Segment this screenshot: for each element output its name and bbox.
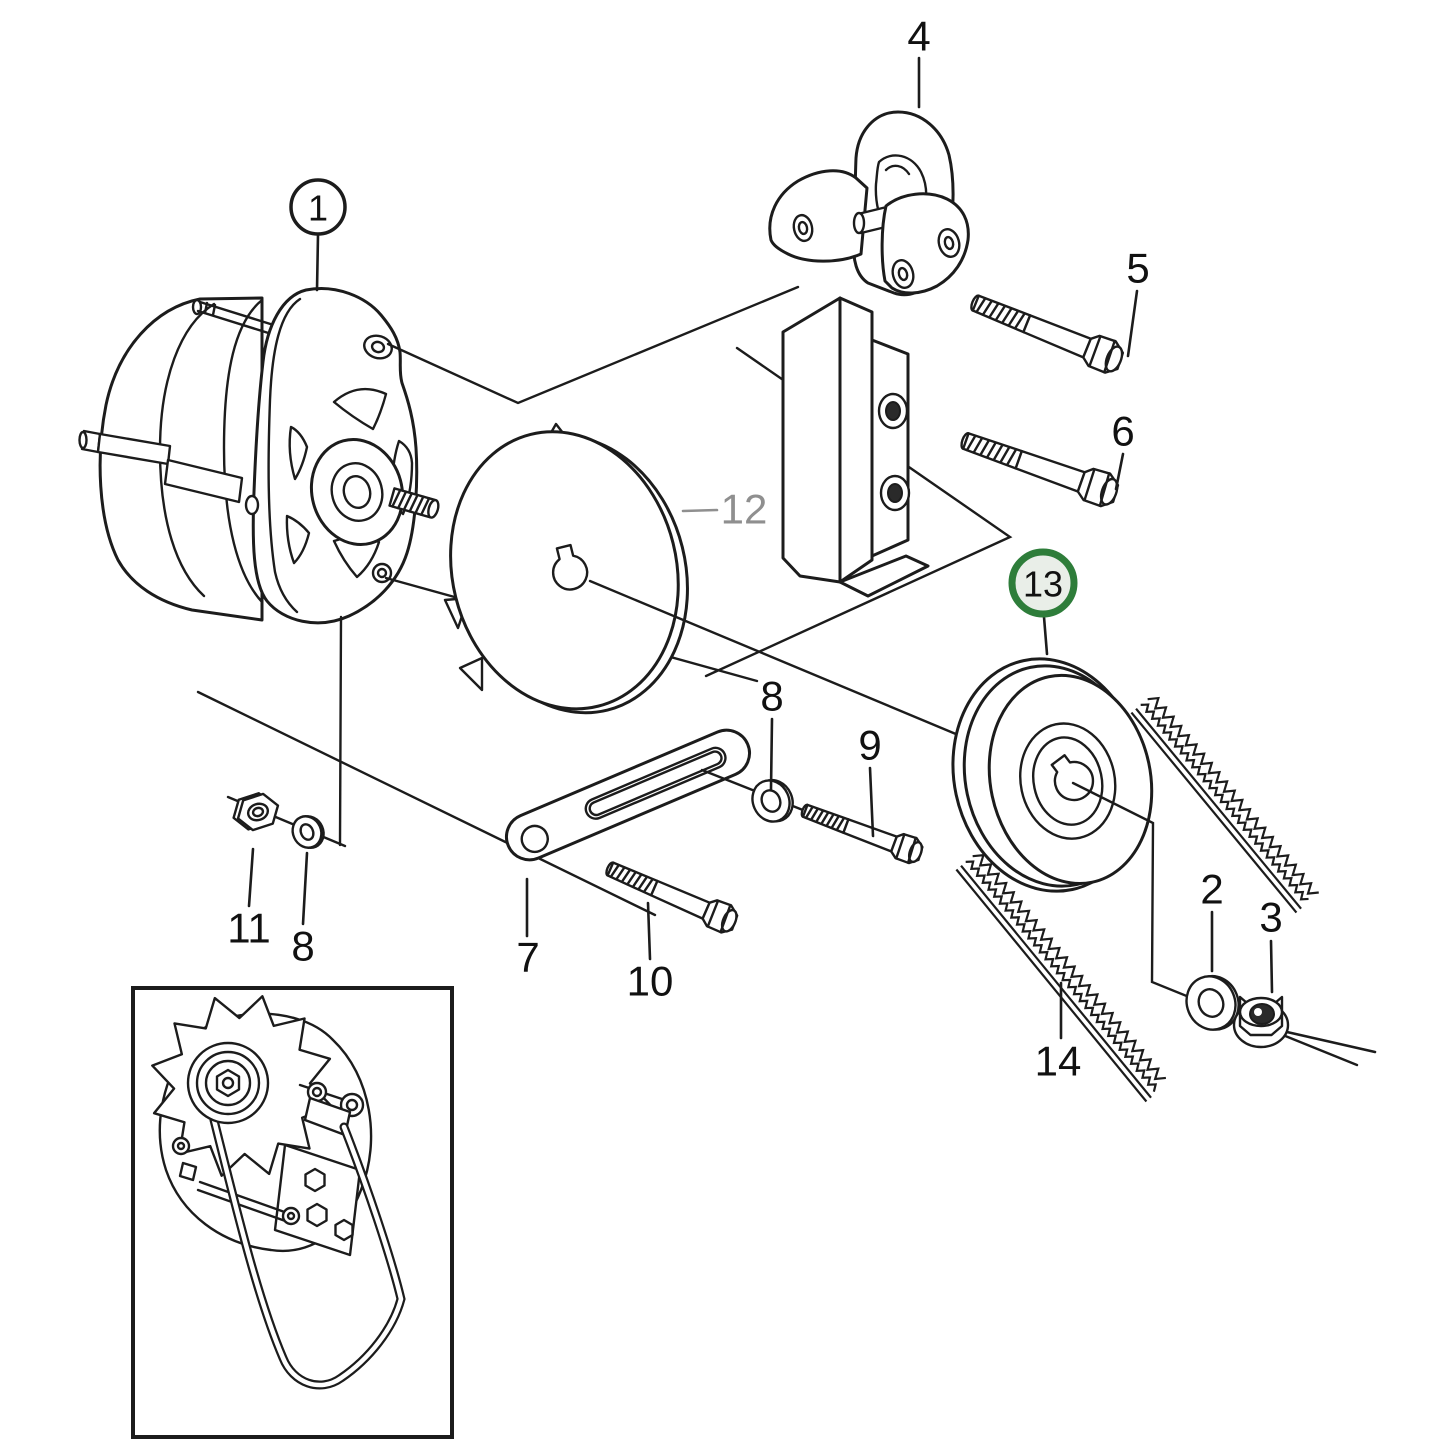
- alternator-shaft: [388, 487, 440, 519]
- bolt-5: [965, 284, 1128, 378]
- callout-2-label[interactable]: 2: [1200, 866, 1223, 913]
- callout-1[interactable]: 1: [289, 178, 347, 236]
- washer-8b: [291, 815, 325, 849]
- pulley: [951, 657, 1154, 893]
- mounting-bracket: [768, 110, 970, 598]
- leader-lines: [247, 56, 1377, 1054]
- fan-disc: [449, 430, 689, 715]
- callout-11-label[interactable]: 11: [227, 905, 271, 952]
- drive-belt: [955, 696, 1319, 1103]
- adjusting-strap: [505, 728, 751, 862]
- inset-assembled-view: [131, 986, 454, 1439]
- nut-3: [1232, 995, 1290, 1049]
- callout-12-label[interactable]: 12: [721, 486, 768, 533]
- alternator: [78, 287, 440, 625]
- callout-5-label[interactable]: 5: [1126, 245, 1149, 292]
- callout-13-label[interactable]: 13: [1023, 564, 1063, 605]
- callout-1-label[interactable]: 1: [308, 188, 328, 229]
- bolt-10: [601, 853, 742, 937]
- nut-11: [232, 792, 280, 832]
- callout-10-label[interactable]: 10: [627, 958, 674, 1005]
- callout-3-label[interactable]: 3: [1259, 894, 1282, 941]
- washer-2: [1185, 975, 1240, 1031]
- callout-8a-label[interactable]: 8: [760, 673, 783, 720]
- callouts: 1 4 5 6 12 13 8 9 7 10 11 8 2 3 14: [227, 13, 1282, 1085]
- axis-line-disc-to-pulley: [588, 579, 965, 739]
- washer-8a: [751, 778, 794, 823]
- callout-7-label[interactable]: 7: [516, 934, 539, 981]
- callout-4-label[interactable]: 4: [907, 13, 930, 60]
- callout-6-label[interactable]: 6: [1111, 408, 1134, 455]
- bolt-6: [955, 422, 1123, 511]
- callout-13-highlighted[interactable]: 13: [1008, 548, 1078, 618]
- callout-9-label[interactable]: 9: [858, 722, 881, 769]
- bolt-9: [797, 796, 927, 867]
- callout-8b-label[interactable]: 8: [291, 923, 314, 970]
- callout-14-label[interactable]: 14: [1035, 1038, 1082, 1085]
